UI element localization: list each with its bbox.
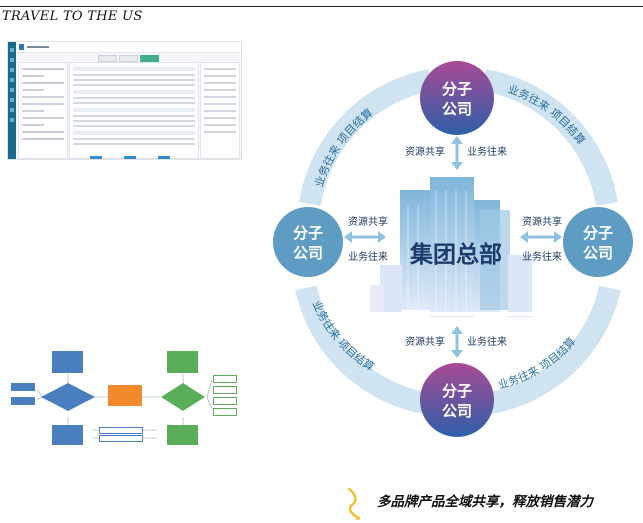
relation-arrow-bottom — [451, 326, 463, 358]
svg-text:分子: 分子 — [583, 224, 613, 242]
relation-arrow-top — [451, 136, 463, 170]
svg-text:公司: 公司 — [293, 244, 323, 262]
thumbnail-left-panel — [18, 62, 68, 159]
flow-box — [11, 397, 35, 405]
headquarters-label: 集团总部 — [409, 241, 502, 268]
page-title: TRAVEL TO THE US — [2, 9, 143, 24]
svg-text:分子: 分子 — [442, 80, 472, 98]
flow-diagram-thumbnail — [7, 347, 240, 450]
svg-text:公司: 公司 — [442, 100, 472, 118]
flow-box — [52, 425, 83, 445]
flow-box — [167, 351, 198, 373]
flow-box — [213, 386, 237, 394]
flow-box — [11, 383, 35, 391]
flow-box — [108, 385, 142, 406]
thumbnail-topbar — [16, 42, 241, 53]
svg-text:公司: 公司 — [442, 402, 472, 420]
footer-slogan: 多品牌产品全域共享，释放销售潜力 — [377, 494, 593, 510]
app-screenshot-thumbnail — [7, 41, 242, 160]
svg-text:分子: 分子 — [442, 382, 472, 400]
flow-box — [213, 375, 237, 383]
footer-accent-mark — [347, 487, 360, 520]
relation-label: 资源共享 — [405, 145, 445, 158]
relation-label: 资源共享 — [348, 215, 388, 228]
thumbnail-main-table — [69, 62, 199, 159]
relation-arrow-right — [520, 231, 562, 243]
subsidiary-node-right: 分子 公司 — [563, 207, 633, 277]
flow-box — [52, 351, 83, 373]
flow-box — [213, 408, 237, 416]
group-structure-diagram: 业务往来 项目结算 业务往来 项目结算 业务往来 项目结算 业务往来 项目结算 … — [273, 61, 633, 437]
relation-label: 业务往来 — [348, 250, 388, 263]
relation-label: 业务往来 — [467, 145, 507, 158]
relation-arrow-left — [344, 231, 386, 243]
subsidiary-node-top: 分子 公司 — [420, 61, 494, 135]
relation-label: 资源共享 — [405, 335, 445, 348]
header-rule — [0, 6, 643, 7]
flow-box — [99, 427, 143, 434]
thumbnail-right-panel — [200, 62, 240, 159]
relation-label: 资源共享 — [522, 215, 562, 228]
thumbnail-sidebar — [8, 42, 16, 159]
flow-box — [213, 397, 237, 405]
relation-label: 业务往来 — [522, 250, 562, 263]
ring-arrows — [295, 69, 621, 415]
headquarters-buildings — [370, 177, 535, 317]
flow-box — [99, 435, 143, 442]
flow-diamonds — [41, 383, 205, 411]
svg-text:公司: 公司 — [583, 244, 613, 262]
subsidiary-node-bottom: 分子 公司 — [420, 363, 494, 437]
arc-label-top-right: 业务往来 项目结算 — [506, 83, 588, 148]
svg-text:分子: 分子 — [293, 224, 323, 242]
flow-box — [167, 425, 198, 445]
relation-label: 业务往来 — [467, 335, 507, 348]
subsidiary-node-left: 分子 公司 — [273, 207, 343, 277]
